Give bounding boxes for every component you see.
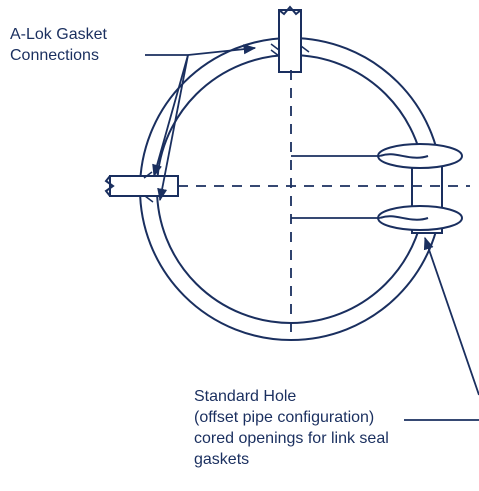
gasket-hatching bbox=[143, 43, 310, 203]
standard-hole-label: Standard Hole (offset pipe configuration… bbox=[194, 386, 389, 470]
top-pipe bbox=[278, 5, 302, 73]
standard-hole-line-1: Standard Hole bbox=[194, 388, 297, 405]
gasket-label-line-1: A-Lok Gasket bbox=[10, 26, 107, 43]
standard-hole-leader-diagonal bbox=[423, 236, 479, 396]
standard-hole-line-4: gaskets bbox=[194, 451, 250, 468]
gasket-leader-line-left-1 bbox=[152, 54, 189, 178]
gasket-label-line-2: Connections bbox=[10, 47, 99, 64]
standard-hole-line-2: (offset pipe configuration) bbox=[194, 409, 375, 426]
right-offset-pipes bbox=[377, 143, 463, 234]
standard-hole-line-3: cored openings for link seal bbox=[194, 430, 389, 447]
gasket-leader-line-left-2 bbox=[157, 54, 189, 202]
gasket-connections-label: A-Lok Gasket Connections bbox=[10, 24, 107, 66]
gasket-leader-line bbox=[145, 44, 257, 56]
left-pipe bbox=[104, 175, 179, 197]
